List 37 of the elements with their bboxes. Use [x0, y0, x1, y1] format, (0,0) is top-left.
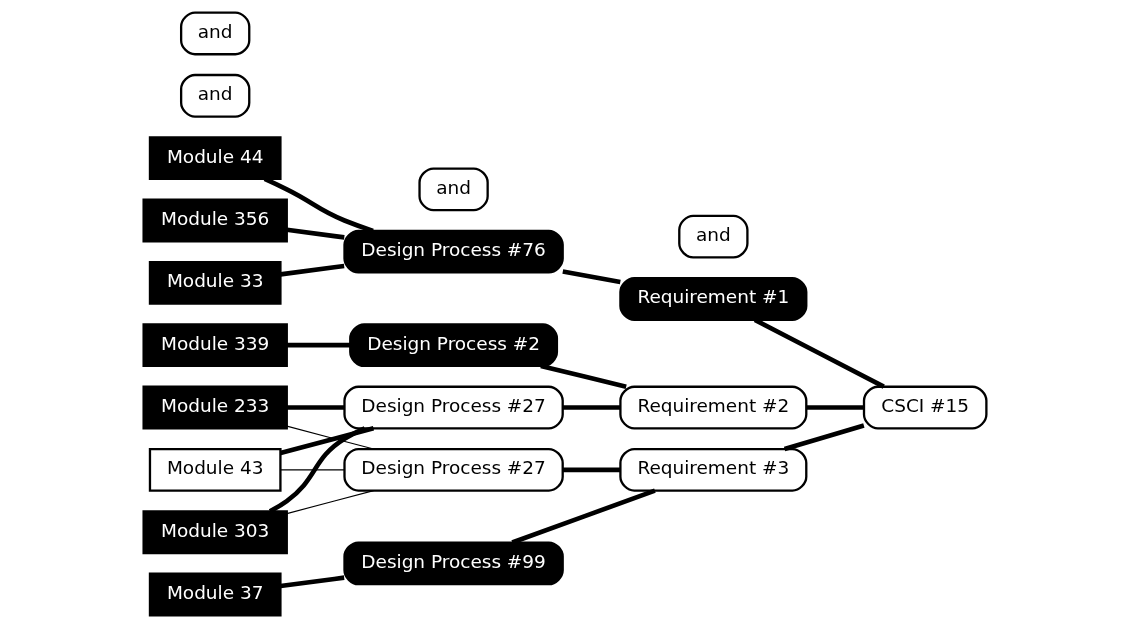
node-box: Design Process #99	[343, 541, 564, 586]
node-box: Design Process #27	[343, 447, 564, 492]
connector	[562, 269, 621, 285]
connector	[286, 425, 375, 450]
connector	[286, 342, 350, 348]
node-box: Module 233	[142, 385, 288, 430]
connector	[268, 426, 366, 514]
node-box: and	[678, 214, 749, 259]
node-box: Module 303	[142, 510, 288, 555]
connector	[280, 575, 345, 589]
connector	[562, 467, 621, 473]
connector	[540, 363, 627, 389]
node-box: Design Process #2	[349, 323, 559, 368]
node-box: Requirement #2	[619, 385, 808, 430]
node-box: CSCI #15	[862, 385, 988, 430]
node-box: Module 339	[142, 323, 288, 368]
node-box: Module 356	[142, 198, 288, 243]
node-box: Module 44	[148, 136, 282, 181]
connector	[286, 490, 375, 515]
node-box: and	[418, 167, 489, 212]
connector	[280, 263, 345, 277]
connector	[286, 405, 345, 410]
connector	[279, 426, 375, 456]
connector	[279, 469, 345, 471]
node-box: Module 43	[148, 447, 282, 492]
node-box: Requirement #1	[619, 277, 808, 321]
node-box: and	[180, 73, 251, 118]
node-box: Requirement #3	[619, 447, 808, 492]
node-box: Design Process #27	[343, 385, 564, 430]
node-box: Module 37	[148, 572, 282, 617]
connector	[511, 488, 656, 545]
connector	[286, 227, 345, 240]
node-box: Design Process #76	[343, 229, 564, 274]
connector	[562, 405, 621, 410]
node-box: Module 33	[148, 260, 282, 305]
connector	[806, 405, 864, 410]
node-box: and	[180, 11, 251, 56]
